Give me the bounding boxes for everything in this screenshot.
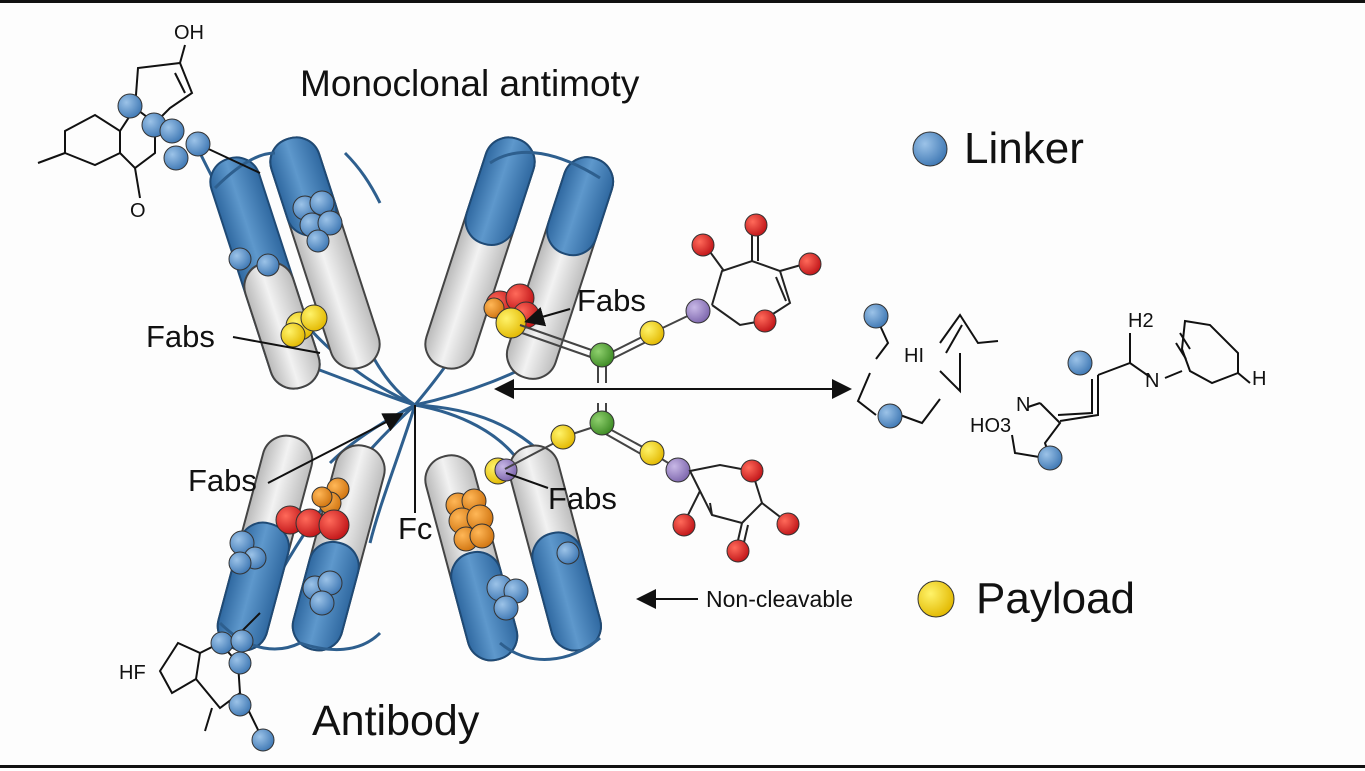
chem-fragment-middle [856, 313, 999, 425]
adc-diagram [37, 44, 1251, 752]
label-fabs-lower-left: Fabs [188, 463, 257, 498]
arrows [232, 306, 852, 609]
legend-payload-marker [917, 580, 955, 618]
label-fc: Fc [398, 511, 433, 546]
chem-label-n-right: N [1145, 370, 1160, 392]
atom-clusters [228, 190, 580, 621]
chem-top-left-atoms [117, 93, 211, 171]
chem-bottom-left-atoms [210, 629, 275, 752]
chem-label-o: O [130, 200, 146, 222]
chem-fragment-right [1011, 319, 1251, 459]
label-fabs-lower-right: Fabs [548, 481, 617, 516]
payload-ring-lower [683, 463, 789, 552]
linker-atoms [550, 298, 711, 483]
upper-right-arm [424, 136, 615, 380]
title-monoclonal: Monoclonal antimoty [300, 63, 640, 104]
legend-linker-label: Linker [964, 124, 1084, 173]
payload-ring-upper [704, 228, 809, 327]
payload-ring-lower-atoms [672, 459, 800, 563]
chem-label-n-left: N [1016, 394, 1031, 416]
chem-fragment-middle-atoms [863, 303, 903, 429]
lower-left-arm [216, 434, 386, 652]
fabs-pointer-mid-left [232, 336, 321, 354]
label-non-cleavable: Non-cleavable [706, 586, 854, 612]
chem-label-hi: HI [904, 345, 924, 367]
title-antibody: Antibody [312, 697, 480, 745]
legend-markers [912, 131, 955, 618]
fabs-pointer-lower-left [267, 413, 404, 484]
label-fabs-upper-left: Fabs [146, 319, 215, 354]
chem-label-h-right: H [1252, 368, 1267, 390]
chem-label-ho3: HO3 [970, 415, 1012, 437]
fabs-pointer-lower-right [505, 472, 549, 489]
label-fabs-upper-right: Fabs [577, 283, 646, 318]
payload-ring-upper-atoms [691, 213, 822, 333]
legend-linker-marker [912, 131, 948, 167]
fabs-pointer-upper-right [524, 306, 571, 327]
legend-payload-label: Payload [976, 574, 1136, 623]
chem-fragment-right-atoms [1037, 350, 1093, 471]
chem-label-hf: HF [119, 662, 146, 684]
chem-label-h2: H2 [1128, 310, 1154, 332]
chem-structure-top-left [37, 44, 261, 199]
chem-label-oh: OH [174, 22, 204, 44]
